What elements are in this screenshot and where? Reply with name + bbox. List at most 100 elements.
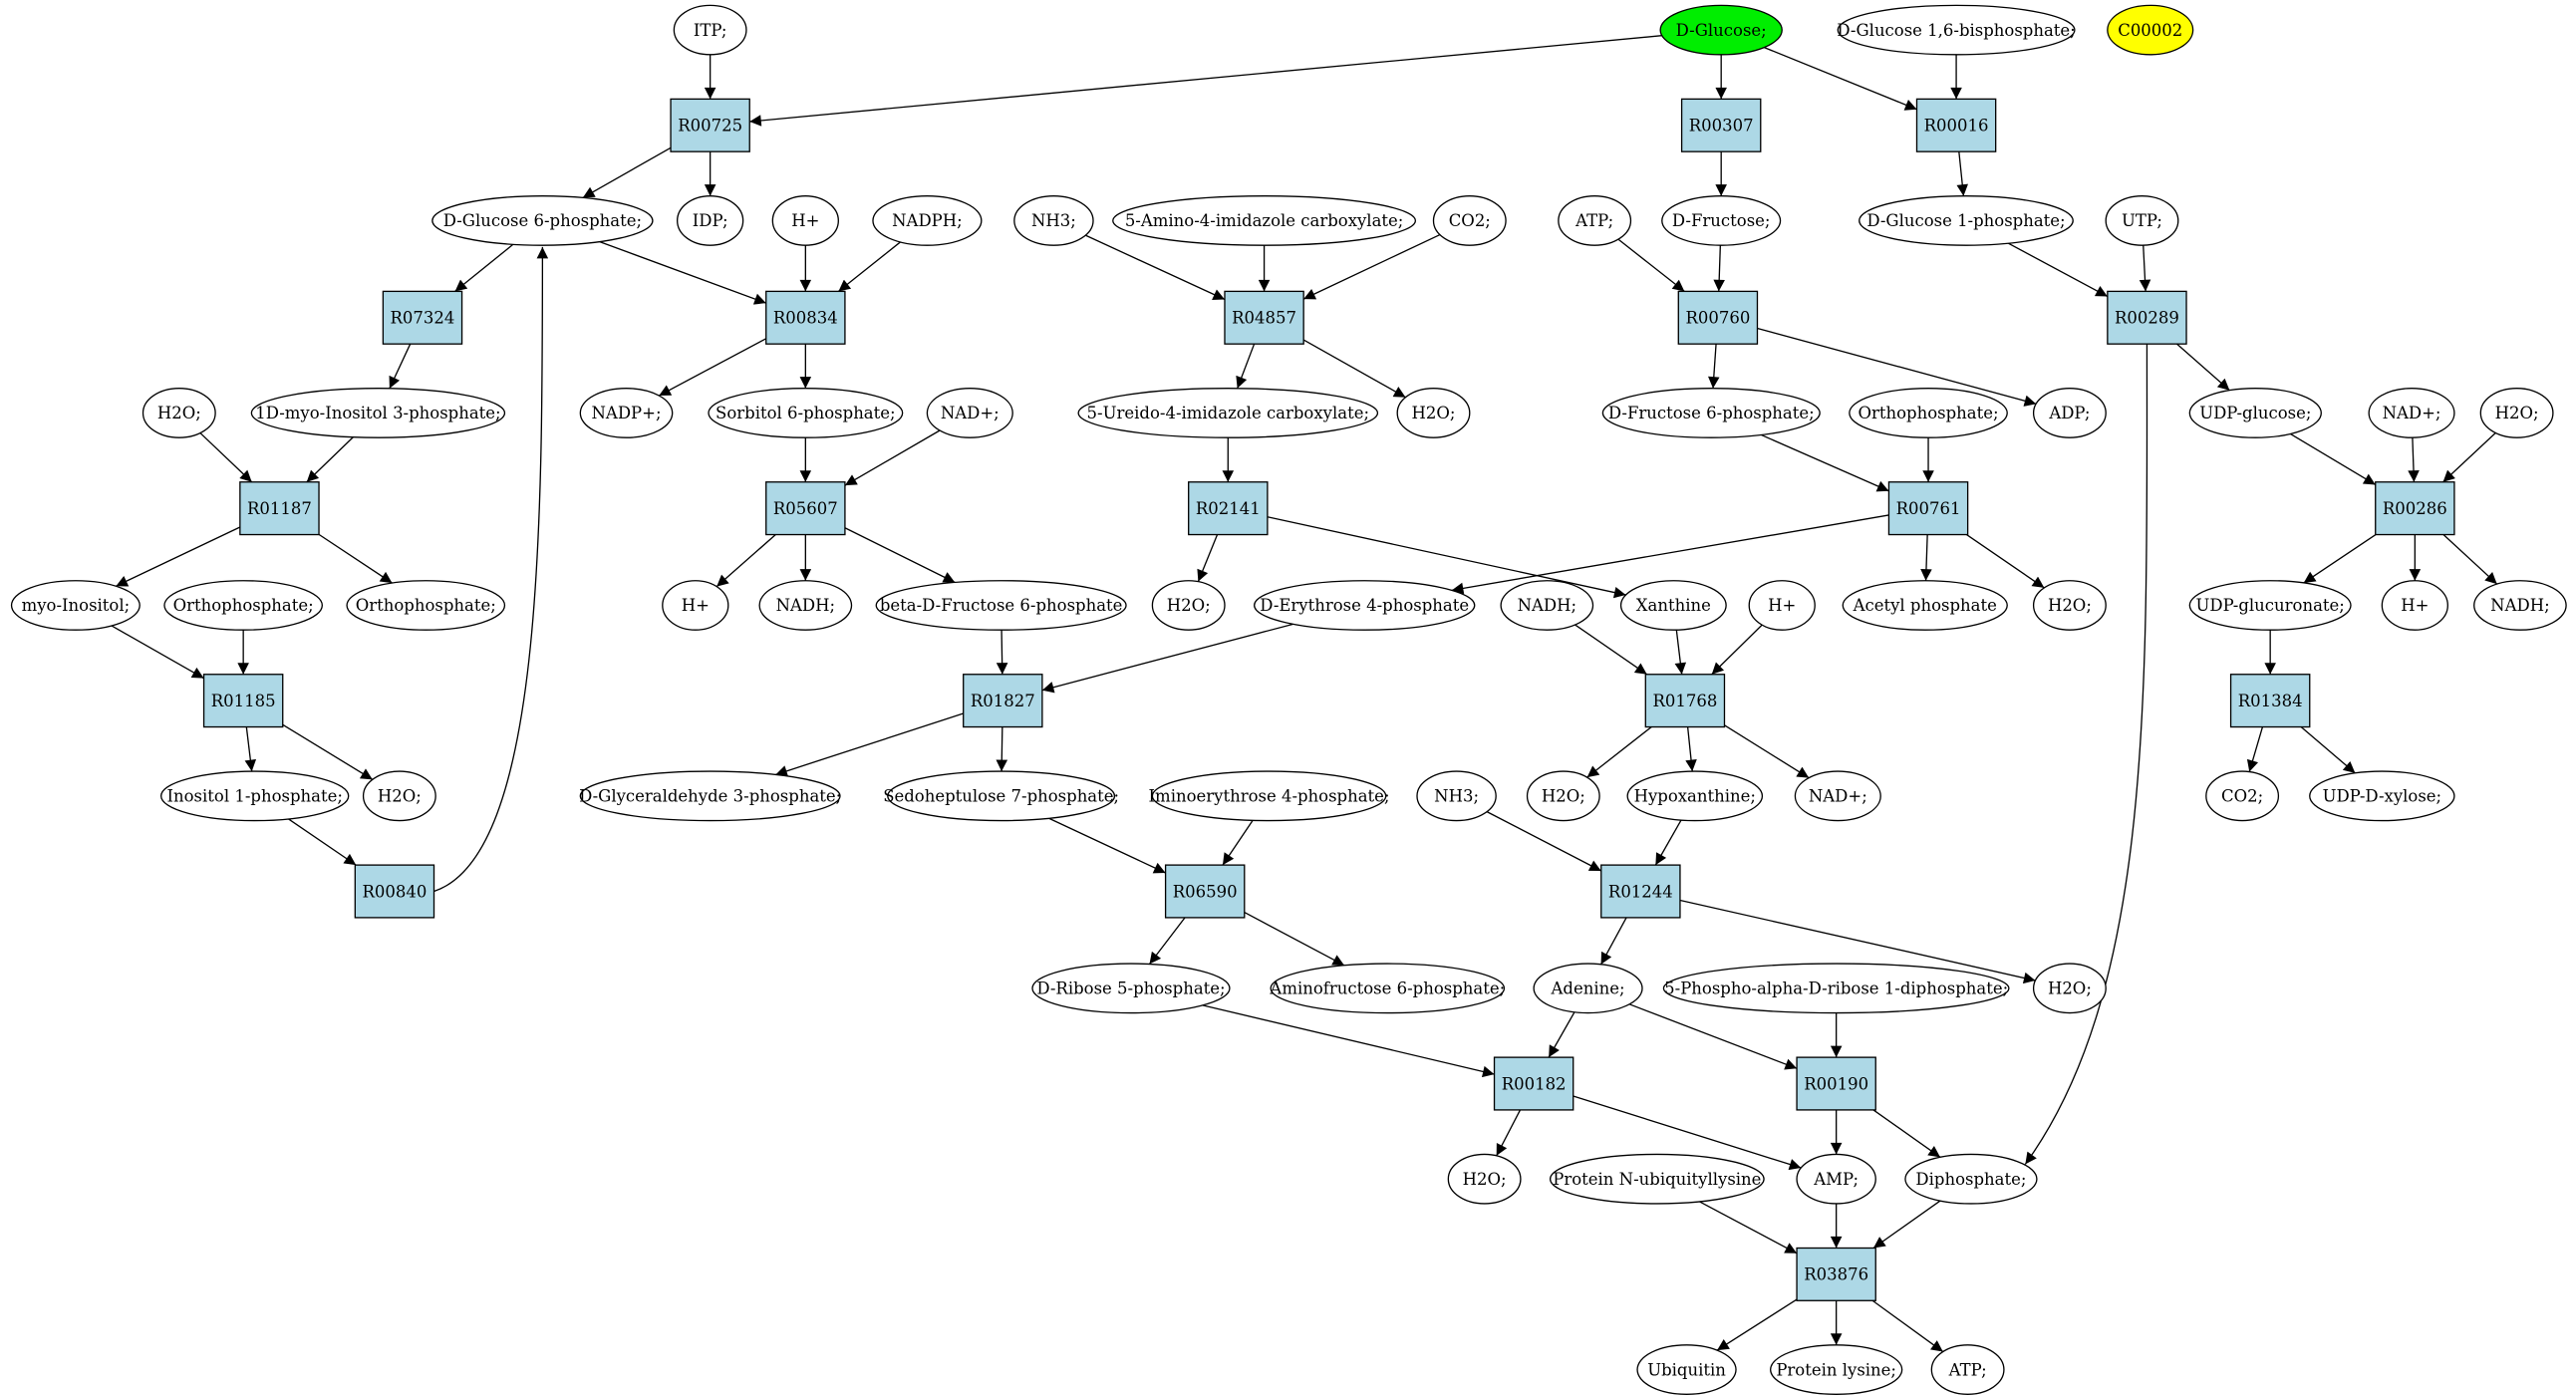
compound-ellipse	[346, 580, 506, 631]
compound-node-orthophosphate_3[interactable]: Orthophosphate;	[346, 580, 506, 631]
compound-ellipse	[872, 195, 983, 246]
reaction-node-r00840[interactable]: R00840	[354, 864, 435, 919]
compound-node-nadph[interactable]: NADPH;	[872, 195, 983, 246]
compound-node-h_plus_4[interactable]: H+	[2381, 580, 2448, 631]
compound-node-d_ribose_5p[interactable]: D-Ribose 5-phosphate;	[1031, 963, 1231, 1014]
edge-h2o_3-to-r00286	[2442, 431, 2496, 483]
compound-node-co2_2[interactable]: CO2;	[2205, 770, 2280, 822]
compound-node-myo_inositol_3p[interactable]: 1D-myo-Inositol 3-phosphate;	[250, 388, 506, 438]
compound-node-prpp[interactable]: 5-Phospho-alpha-D-ribose 1-diphosphate;	[1662, 963, 2010, 1014]
compound-node-adp[interactable]: ADP;	[2032, 388, 2107, 438]
compound-node-itp[interactable]: ITP;	[673, 4, 747, 56]
compound-node-nad_plus_1[interactable]: NAD+;	[926, 388, 1013, 438]
reaction-node-r00725[interactable]: R00725	[670, 98, 750, 152]
compound-node-nadh_1[interactable]: NADH;	[758, 580, 853, 631]
reaction-node-r00182[interactable]: R00182	[1493, 1056, 1574, 1111]
compound-node-h_plus_1[interactable]: H+	[771, 195, 839, 246]
compound-node-d_fructose[interactable]: D-Fructose;	[1661, 195, 1782, 246]
compound-node-inositol_1p[interactable]: Inositol 1-phosphate;	[160, 770, 350, 822]
compound-node-nh3_1[interactable]: NH3;	[1013, 195, 1094, 246]
compound-node-h2o_4[interactable]: H2O;	[1151, 580, 1226, 631]
compound-node-d_glyceraldehyde_3p[interactable]: D-Glyceraldehyde 3-phosphate;	[579, 770, 841, 822]
compound-node-orthophosphate_2[interactable]: Orthophosphate;	[163, 580, 323, 631]
reaction-node-r00307[interactable]: R00307	[1680, 98, 1762, 152]
compound-node-d_fructose_6p[interactable]: D-Fructose 6-phosphate;	[1601, 388, 1821, 438]
compound-node-sorbitol_6p[interactable]: Sorbitol 6-phosphate;	[708, 388, 904, 438]
compound-node-h2o_2[interactable]: H2O;	[1396, 388, 1471, 438]
compound-node-atp_2[interactable]: ATP;	[1930, 1344, 2005, 1395]
compound-node-atp_1[interactable]: ATP;	[1558, 195, 1632, 246]
reaction-node-r01768[interactable]: R01768	[1644, 674, 1726, 728]
compound-node-d_glucose_6p[interactable]: D-Glucose 6-phosphate;	[431, 195, 654, 246]
reaction-node-r00760[interactable]: R00760	[1677, 290, 1759, 345]
compound-node-ubiquitin[interactable]: Ubiquitin	[1636, 1344, 1737, 1395]
compound-node-h2o_1[interactable]: H2O;	[142, 388, 216, 438]
reaction-node-r01244[interactable]: R01244	[1600, 864, 1681, 919]
compound-ellipse	[1661, 195, 1782, 246]
compound-node-acetyl_phosphate[interactable]: Acetyl phosphate	[1842, 580, 2008, 631]
compound-node-nadh_2[interactable]: NADH;	[1500, 580, 1594, 631]
compound-node-d_glucose[interactable]: D-Glucose;	[1659, 4, 1783, 56]
compound-node-h_plus_2[interactable]: H+	[662, 580, 729, 631]
compound-node-adenine[interactable]: Adenine;	[1533, 963, 1643, 1014]
reaction-node-r01384[interactable]: R01384	[2229, 674, 2311, 728]
compound-node-orthophosphate_1[interactable]: Orthophosphate;	[1849, 388, 2008, 438]
compound-node-h2o_8[interactable]: H2O;	[2032, 963, 2107, 1014]
compound-node-h2o_3[interactable]: H2O;	[2479, 388, 2554, 438]
edge-co2_1-to-r04857	[1302, 233, 1441, 300]
reaction-node-r00761[interactable]: R00761	[1887, 481, 1969, 536]
compound-node-nad_plus_2[interactable]: NAD+;	[2368, 388, 2455, 438]
compound-node-co2_1[interactable]: CO2;	[1432, 195, 1507, 246]
compound-node-myo_inositol[interactable]: myo-Inositol;	[10, 580, 141, 631]
reaction-node-r06590[interactable]: R06590	[1164, 864, 1246, 919]
compound-node-udp_glucose[interactable]: UDP-glucose;	[2188, 388, 2322, 438]
compound-node-iminoerythrose_4p[interactable]: Iminoerythrose 4-phosphate;	[1149, 770, 1390, 822]
compound-node-c00002[interactable]: C00002	[2107, 4, 2194, 56]
compound-node-h_plus_3[interactable]: H+	[1748, 580, 1816, 631]
node-label: beta-D-Fructose 6-phosphate	[880, 596, 1123, 615]
reaction-node-r00016[interactable]: R00016	[1915, 98, 1997, 152]
compound-node-h2o_7[interactable]: H2O;	[1526, 770, 1600, 822]
reaction-node-r01827[interactable]: R01827	[963, 674, 1043, 728]
reaction-node-r02141[interactable]: R02141	[1188, 481, 1269, 536]
compound-node-hypoxanthine[interactable]: Hypoxanthine;	[1626, 770, 1764, 822]
reaction-node-r01185[interactable]: R01185	[202, 674, 284, 728]
compound-node-nh3_2[interactable]: NH3;	[1416, 770, 1497, 822]
edge-r00289-to-diphosphate	[2024, 344, 2148, 1165]
compound-node-udp_glucuronate[interactable]: UDP-glucuronate;	[2188, 580, 2352, 631]
compound-node-d_erythrose_4p[interactable]: D-Erythrose 4-phosphate	[1254, 580, 1476, 631]
compound-node-idp[interactable]: IDP;	[676, 195, 744, 246]
compound-node-ureido_imidazole[interactable]: 5-Ureido-4-imidazole carboxylate;	[1077, 388, 1379, 438]
reaction-node-r03876[interactable]: R03876	[1796, 1247, 1876, 1301]
reaction-node-r00286[interactable]: R00286	[2375, 481, 2455, 536]
compound-node-xanthine[interactable]: Xanthine	[1619, 580, 1727, 631]
compound-node-amino_imidazole[interactable]: 5-Amino-4-imidazole carboxylate;	[1112, 195, 1417, 246]
compound-node-protein_lysine[interactable]: Protein lysine;	[1770, 1344, 1903, 1395]
node-label: R01768	[1652, 692, 1717, 710]
compound-node-amp[interactable]: AMP;	[1796, 1153, 1876, 1205]
reaction-node-r04857[interactable]: R04857	[1224, 290, 1304, 345]
reaction-node-r07324[interactable]: R07324	[382, 290, 463, 345]
compound-node-h2o_5[interactable]: H2O;	[2032, 580, 2107, 631]
compound-node-diphosphate[interactable]: Diphosphate;	[1904, 1153, 2038, 1205]
reaction-node-r00289[interactable]: R00289	[2107, 290, 2187, 345]
reaction-node-r01187[interactable]: R01187	[239, 481, 320, 536]
compound-node-nad_plus_3[interactable]: NAD+;	[1794, 770, 1881, 822]
reaction-node-r00190[interactable]: R00190	[1796, 1056, 1876, 1111]
compound-node-h2o_6[interactable]: H2O;	[362, 770, 436, 822]
reaction-node-r00834[interactable]: R00834	[765, 290, 846, 345]
compound-node-utp[interactable]: UTP;	[2105, 195, 2179, 246]
compound-node-udp_d_xylose[interactable]: UDP-D-xylose;	[2309, 770, 2455, 822]
node-label: R00307	[1689, 117, 1754, 136]
compound-node-aminofructose_6p[interactable]: Aminofructose 6-phosphate;	[1269, 963, 1505, 1014]
compound-node-protein_n_ubiquityllysine[interactable]: Protein N-ubiquityllysine	[1549, 1153, 1765, 1205]
compound-node-d_glucose_1p[interactable]: D-Glucose 1-phosphate;	[1859, 195, 2074, 246]
compound-node-nadp_plus[interactable]: NADP+;	[579, 388, 674, 438]
compound-node-beta_fructose_6p[interactable]: beta-D-Fructose 6-phosphate	[875, 580, 1127, 631]
reaction-node-r05607[interactable]: R05607	[765, 481, 846, 536]
compound-node-d_glucose_16bp[interactable]: D-Glucose 1,6-bisphosphate;	[1837, 4, 2076, 56]
compound-node-h2o_9[interactable]: H2O;	[1447, 1153, 1522, 1205]
compound-node-sedoheptulose_7p[interactable]: Sedoheptulose 7-phosphate;	[883, 770, 1119, 822]
compound-node-nadh_3[interactable]: NADH;	[2473, 580, 2567, 631]
reaction-box	[670, 98, 750, 152]
